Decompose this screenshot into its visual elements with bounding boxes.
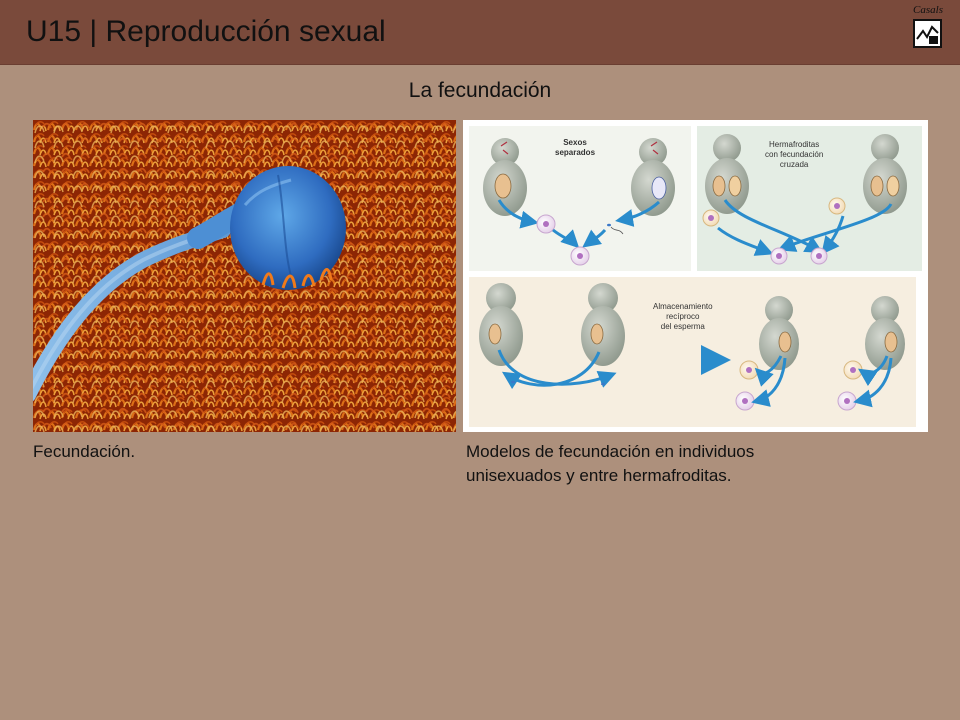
label-separated-sexes: Sexos separados bbox=[555, 138, 596, 157]
fertilization-models-diagram: Sexos separados Hermafroditas con fecund… bbox=[463, 120, 928, 432]
storage-right-a bbox=[759, 296, 799, 370]
storage-right-b bbox=[865, 296, 905, 370]
header-bar: U15 | Reproducción sexual Casals bbox=[0, 0, 960, 65]
caption-line-2: unisexuados y entre hermafroditas. bbox=[466, 466, 732, 485]
caption-fertilization-models: Modelos de fecundación en individuos uni… bbox=[466, 440, 754, 488]
caption-line-1: Modelos de fecundación en individuos bbox=[466, 442, 755, 461]
fertilization-photo bbox=[33, 120, 456, 432]
hermaphrodite-left bbox=[705, 134, 749, 214]
logo-text: Casals bbox=[913, 4, 943, 16]
storage-left-b bbox=[581, 283, 625, 366]
slide-title: La fecundación bbox=[408, 79, 552, 102]
label-hermaphrodites: Hermafroditas con fecundación cruzada bbox=[765, 140, 824, 169]
casals-logo: Casals bbox=[908, 4, 948, 50]
animal-male bbox=[631, 138, 675, 216]
header-title: U15 | Reproducción sexual bbox=[26, 15, 386, 48]
caption-fertilization: Fecundación. bbox=[33, 442, 136, 461]
hermaphrodite-right bbox=[863, 134, 907, 214]
logo-icon bbox=[913, 19, 942, 48]
storage-left-a bbox=[479, 283, 523, 366]
label-sperm-storage: Almacenamiento recíproco del esperma bbox=[653, 302, 713, 331]
animal-female bbox=[483, 138, 527, 216]
